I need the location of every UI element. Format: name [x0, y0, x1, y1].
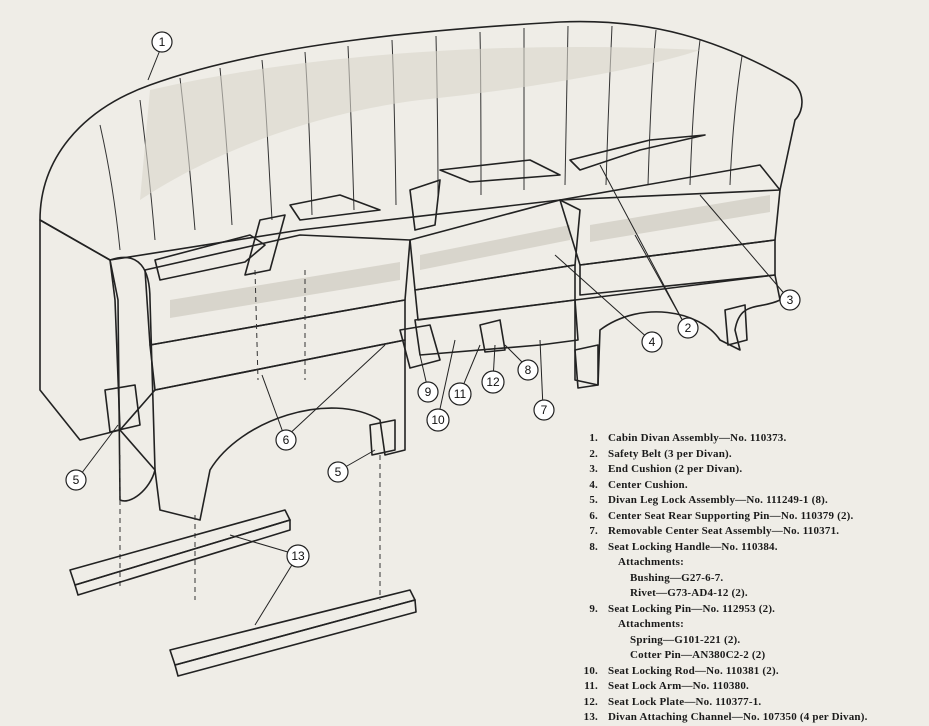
- legend-item-2: 2.Safety Belt (3 per Divan).: [589, 447, 732, 460]
- legend-item-8: 8.Seat Locking Handle—No. 110384.: [589, 540, 778, 553]
- left-cushion: [144, 234, 411, 391]
- svg-text:4: 4: [649, 335, 656, 349]
- legend-item-6: 6.Center Seat Rear Supporting Pin—No. 11…: [589, 509, 854, 522]
- callout-6: 6: [275, 429, 297, 451]
- backrest: [39, 20, 803, 261]
- callout-9: 9: [417, 381, 439, 403]
- callout-13: 13: [286, 544, 310, 568]
- legend-item-9-attachment: Cotter Pin—AN380C2-2 (2): [630, 649, 766, 661]
- legend-item-9-attachment: Spring—G101-221 (2).: [630, 633, 741, 646]
- svg-text:7: 7: [541, 403, 548, 417]
- svg-text:5: 5: [73, 473, 80, 487]
- svg-text:1: 1: [159, 35, 166, 49]
- legend-item-13: 13.Divan Attaching Channel—No. 107350 (4…: [583, 711, 868, 723]
- legend-item-12: 12.Seat Lock Plate—No. 110377-1.: [583, 695, 762, 708]
- attaching-channels: [69, 509, 417, 677]
- callout-3: 3: [779, 289, 801, 311]
- legend-item-5: 5.Divan Leg Lock Assembly—No. 111249-1 (…: [589, 494, 828, 506]
- svg-text:8: 8: [525, 363, 532, 377]
- callout-5-left: 5: [65, 469, 87, 491]
- right-cushion: [559, 164, 781, 296]
- legend-item-9: 9.Seat Locking Pin—No. 112953 (2).: [589, 602, 776, 615]
- callout-5-center: 5: [327, 461, 349, 483]
- legend-item-1: 1.Cabin Divan Assembly—No. 110373.: [589, 432, 787, 444]
- svg-text:2: 2: [685, 321, 692, 335]
- svg-text:9: 9: [425, 385, 432, 399]
- callout-12: 12: [481, 370, 505, 394]
- svg-text:6: 6: [283, 433, 290, 447]
- callout-10: 10: [426, 408, 450, 432]
- callout-8: 8: [517, 359, 539, 381]
- svg-text:5: 5: [335, 465, 342, 479]
- legend-item-10: 10.Seat Locking Rod—No. 110381 (2).: [583, 664, 779, 677]
- svg-text:3: 3: [787, 293, 794, 307]
- legend-item-11: 11.Seat Lock Arm—No. 110380.: [584, 680, 749, 692]
- safety-belts: [154, 134, 706, 281]
- svg-text:12: 12: [486, 375, 500, 389]
- callout-4: 4: [641, 331, 663, 353]
- callout-2: 2: [677, 317, 699, 339]
- parts-legend: 1.Cabin Divan Assembly—No. 110373. 2.Saf…: [580, 431, 925, 726]
- svg-text:13: 13: [291, 549, 305, 563]
- left-arm-end: [39, 219, 156, 502]
- callout-1: 1: [151, 31, 173, 53]
- legend-item-3: 3.End Cushion (2 per Divan).: [589, 463, 743, 475]
- svg-text:10: 10: [431, 413, 445, 427]
- legend-item-8-attachment: Bushing—G27-6-7.: [630, 571, 724, 584]
- removable-center-seat: [399, 299, 579, 369]
- legend-item-7: 7.Removable Center Seat Assembly—No. 110…: [589, 525, 840, 537]
- legend-item-4: 4.Center Cushion.: [589, 478, 688, 491]
- divan-exploded-illustration: 1 2 3 4 5 5 6 7 8 9 10 11 12 13: [39, 20, 803, 677]
- callout-7: 7: [533, 399, 555, 421]
- legend-item-9-attachments-heading: Attachments:: [618, 618, 684, 630]
- legend-item-8-attachment: Rivet—G73-AD4-12 (2).: [630, 587, 748, 599]
- leg-locks: [104, 304, 748, 456]
- callout-11: 11: [448, 382, 472, 406]
- divan-base: [119, 269, 781, 600]
- legend-item-8-attachments-heading: Attachments:: [618, 556, 684, 568]
- svg-text:11: 11: [454, 387, 467, 401]
